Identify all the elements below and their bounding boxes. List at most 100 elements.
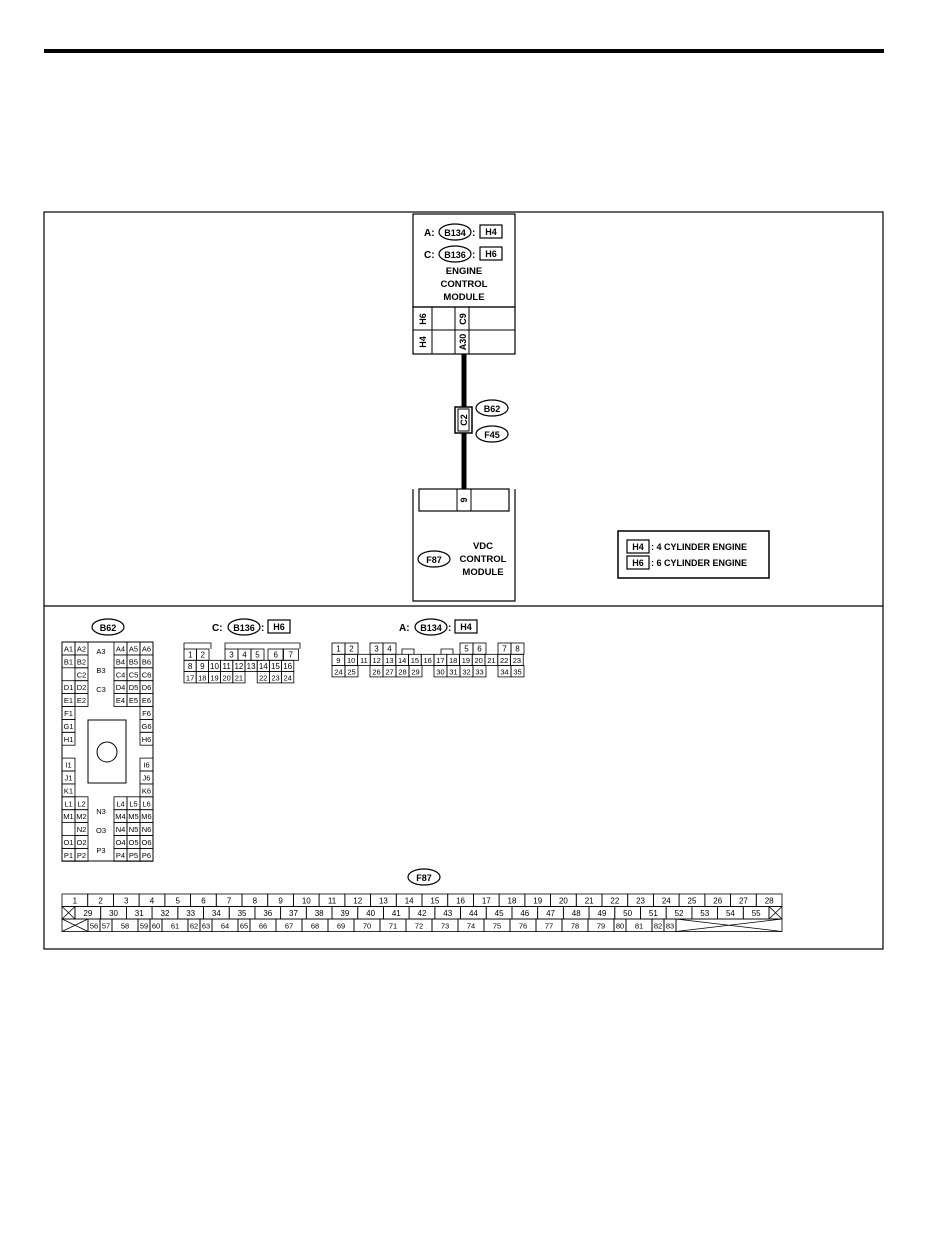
b136-pin: 7 (289, 651, 294, 660)
b62-pin: P1 (64, 851, 73, 860)
b62-pin: K6 (142, 786, 151, 795)
b62-pin: P5 (129, 851, 138, 860)
b134-engine: H4 (460, 622, 472, 632)
f87-pin: 26 (713, 896, 722, 905)
f87-pin: 48 (572, 909, 581, 918)
b134-pin: 23 (513, 656, 521, 665)
b62-pin: E1 (64, 696, 73, 705)
b136-pin: 16 (283, 662, 292, 671)
b62-pin: O1 (63, 838, 73, 847)
b62-pin: M4 (115, 812, 125, 821)
f87-pin: 61 (171, 921, 179, 930)
joint-connector: C2 B62 F45 (454, 399, 509, 443)
b134-pin: 25 (347, 667, 355, 676)
b136-pin: 10 (210, 662, 219, 671)
f87-pin: 74 (467, 921, 475, 930)
b62-pin: D4 (116, 683, 126, 692)
b62-pin: B4 (116, 657, 125, 666)
ecm-row2-tag: H4 (418, 336, 428, 348)
b62-pin: G1 (63, 722, 73, 731)
b62-pin: F1 (64, 709, 73, 718)
f87-pin: 47 (546, 909, 555, 918)
b134-pin: 14 (398, 656, 406, 665)
b62-pin: L2 (77, 799, 85, 808)
f87-pin: 16 (456, 896, 465, 905)
legend-h6-text: : 6 CYLINDER ENGINE (651, 558, 747, 568)
ecm-sep-a: : (472, 228, 475, 239)
ecm-conn-c: B136 (444, 250, 466, 260)
b134-pin: 5 (464, 645, 469, 654)
f87-pin: 44 (469, 909, 478, 918)
f87-pin: 20 (559, 896, 568, 905)
b136-title: B136 (233, 623, 255, 633)
b134-pin: 1 (336, 645, 341, 654)
f87-pin: 10 (302, 896, 311, 905)
f87-pin: 70 (363, 921, 371, 930)
b136-pin-box (232, 671, 246, 684)
b62-pin: C6 (142, 670, 152, 679)
f87-pin: 76 (519, 921, 527, 930)
f87-pin: 80 (616, 921, 624, 930)
engine-legend: H4 : 4 CYLINDER ENGINE H6 : 6 CYLINDER E… (617, 530, 770, 579)
f87-pin: 21 (585, 896, 594, 905)
b62-pin: B3 (96, 666, 105, 675)
b134-pin: 35 (513, 667, 521, 676)
ecm-row1-pin: C9 (458, 313, 468, 325)
diagram-frame (43, 211, 884, 950)
b136-pin: 20 (223, 673, 231, 682)
b62-pin-box (139, 848, 154, 862)
f87-pin: 68 (311, 921, 319, 930)
f87-blank-cross (61, 906, 76, 920)
b62-pin: I6 (143, 761, 149, 770)
ecm-conn-a-label: A: (424, 228, 435, 239)
f87-blank-cross (675, 918, 783, 932)
f87-pin: 3 (124, 896, 129, 905)
b62-pin: E2 (77, 696, 86, 705)
b62-pin: J6 (143, 773, 151, 782)
f87-pin: 6 (201, 896, 206, 905)
b136-pin: 23 (271, 673, 279, 682)
b62-pin-box (61, 731, 76, 746)
b62-pin: A3 (96, 647, 105, 656)
b134-pin-box (408, 665, 423, 678)
b62-pin: C5 (129, 670, 139, 679)
b134-pin: 12 (372, 656, 380, 665)
b134-pin: 26 (372, 667, 380, 676)
b136-pin: 18 (198, 673, 206, 682)
b62-pin: O3 (96, 826, 106, 835)
b62-pin: P2 (77, 851, 86, 860)
b134-keys (401, 648, 454, 654)
b62-pin: E4 (116, 696, 125, 705)
ecm-row1-tag: H6 (418, 313, 428, 325)
b62-pin-box (74, 693, 89, 707)
f87-pin: 28 (765, 896, 774, 905)
b136-shell (183, 642, 301, 649)
b62-pin: I1 (65, 761, 71, 770)
b62-pin: O5 (128, 838, 138, 847)
f87-pin: 78 (571, 921, 579, 930)
f87-pin: 19 (533, 896, 542, 905)
b134-pin: 31 (449, 667, 457, 676)
f87-pin: 77 (545, 921, 553, 930)
f87-pin: 46 (520, 909, 529, 918)
b134-pin: 27 (385, 667, 393, 676)
b134-pin: 10 (347, 656, 355, 665)
f87-blank-cross (61, 918, 89, 932)
f87-pin: 71 (389, 921, 397, 930)
b62-pin: N2 (77, 825, 87, 834)
f87-pin: 79 (597, 921, 605, 930)
b134-pin: 21 (487, 656, 495, 665)
b62-pin: N6 (142, 825, 152, 834)
b62-pin-box (139, 731, 154, 746)
f87-pin: 36 (263, 909, 272, 918)
b134-pin: 13 (385, 656, 393, 665)
b62-pin: D6 (142, 683, 152, 692)
f87-pin: 57 (102, 921, 110, 930)
b62-pin: O2 (76, 838, 86, 847)
b134-pin: 29 (411, 667, 419, 676)
b136-pin: 21 (235, 673, 243, 682)
